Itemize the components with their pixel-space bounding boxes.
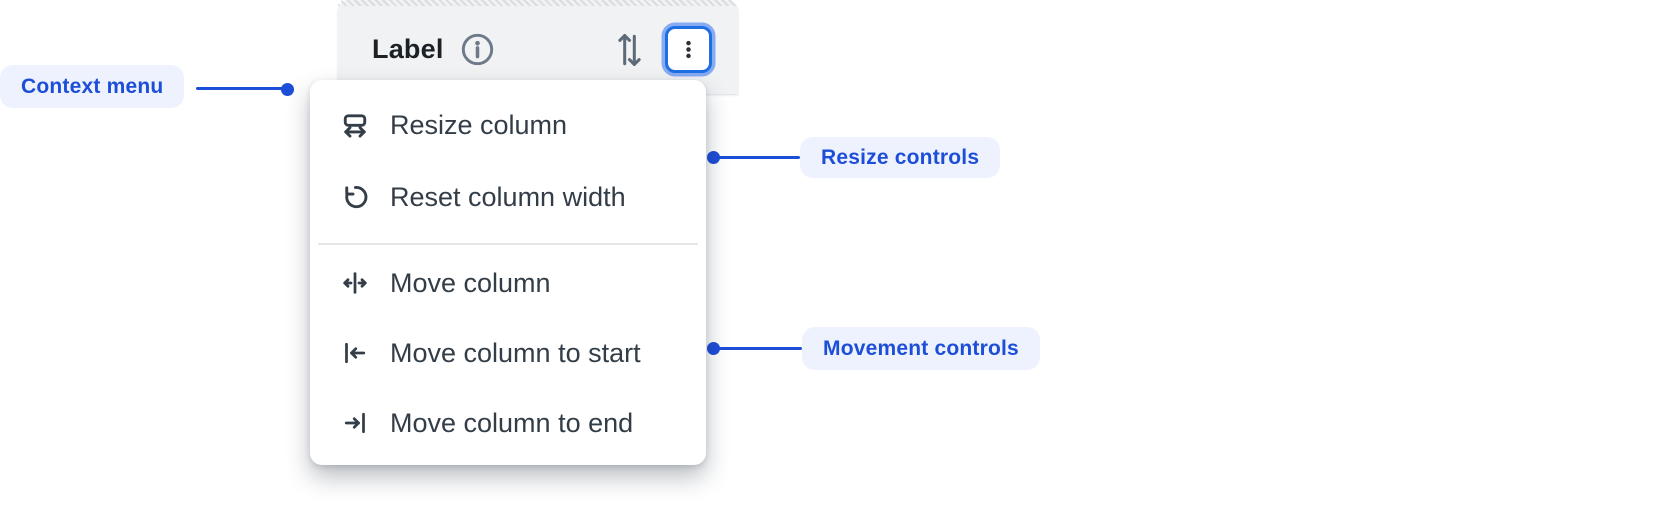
annotation-connector-dot: [281, 83, 294, 96]
column-context-menu: Resize column Reset column width: [310, 80, 706, 465]
resize-column-icon: [340, 110, 370, 140]
menu-item-move-column-to-end[interactable]: Move column to end: [310, 395, 706, 451]
menu-item-move-column-to-start[interactable]: Move column to start: [310, 325, 706, 381]
menu-item-label: Move column: [390, 267, 551, 298]
sort-icon[interactable]: [613, 28, 646, 72]
menu-item-move-column[interactable]: Move column: [310, 255, 706, 311]
menu-divider: [318, 243, 698, 245]
move-column-to-end-icon: [340, 408, 370, 438]
annotation-connector-dot: [707, 342, 720, 355]
info-icon[interactable]: [459, 31, 496, 68]
menu-item-resize-column[interactable]: Resize column: [310, 97, 706, 153]
annotation-connector-line: [196, 87, 283, 90]
annotation-movement-controls: Movement controls: [802, 327, 1040, 370]
column-header-label: Label: [372, 34, 444, 64]
annotation-connector-line: [714, 156, 800, 159]
move-column-to-start-icon: [340, 338, 370, 368]
movement-controls-group: Move column Move column to start: [310, 255, 706, 451]
reset-column-width-icon: [340, 182, 370, 212]
annotation-context-menu: Context menu: [0, 65, 185, 108]
menu-item-label: Resize column: [390, 109, 568, 140]
resize-controls-group: Resize column Reset column width: [310, 97, 706, 225]
menu-item-label: Move column to end: [390, 407, 634, 438]
menu-item-label: Reset column width: [390, 181, 626, 212]
menu-item-reset-column-width[interactable]: Reset column width: [310, 169, 706, 225]
move-column-icon: [340, 268, 370, 298]
annotation-resize-controls: Resize controls: [800, 137, 1001, 178]
annotation-connector-dot: [707, 151, 720, 164]
annotation-connector-line: [714, 347, 802, 350]
menu-item-label: Move column to start: [390, 337, 641, 368]
more-options-button[interactable]: [665, 26, 712, 73]
column-header: Label: [338, 0, 738, 94]
more-options-icon: [675, 36, 702, 63]
